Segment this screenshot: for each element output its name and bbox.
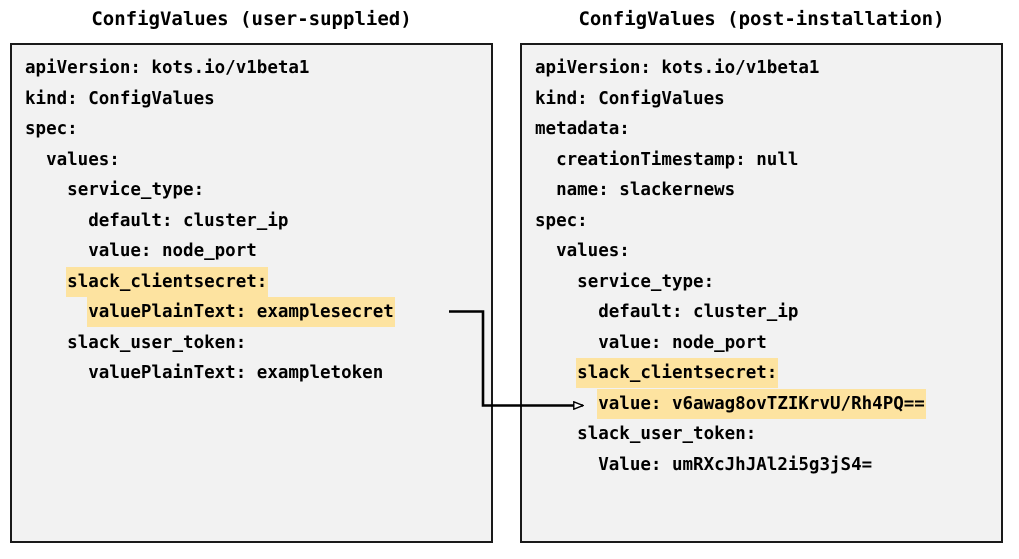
yaml-text: default: cluster_ip [88,210,289,231]
yaml-highlighted-text: slack_clientsecret: [576,358,779,388]
yaml-line: name: slackernews [534,175,1001,206]
yaml-line: metadata: [534,114,1001,145]
yaml-line: slack_clientsecret: [534,358,1001,389]
panel-title-user-supplied: ConfigValues (user-supplied) [91,8,412,30]
yaml-text: valuePlainText: exampletoken [88,363,384,383]
yaml-line: value: v6awag8ovTZIKrvU/Rh4PQ== [534,388,1001,420]
yaml-indent [24,180,66,200]
yaml-line: default: cluster_ip [534,297,1001,328]
yaml-text: spec: [535,210,588,231]
yaml-line: slack_user_token: [534,419,1001,450]
yaml-indent [534,180,555,200]
yaml-indent [24,302,87,322]
yaml-line: Value: umRXcJhJAl2i5g3jS4= [534,450,1001,481]
yaml-text: Value: umRXcJhJAl2i5g3jS4= [598,454,873,475]
yaml-text: kind: ConfigValues [25,88,215,109]
yaml-code-block-post-installation: apiVersion: kots.io/v1beta1 kind: ConfigV… [534,53,1001,480]
yaml-indent [24,211,87,231]
yaml-line: apiVersion: kots.io/v1beta1 [24,53,491,84]
yaml-text: values: [556,241,630,261]
yaml-highlighted-text: slack_clientsecret: [66,266,269,297]
yaml-indent [534,302,597,322]
yaml-line: kind: ConfigValues [24,84,491,115]
yaml-text: values: [46,149,120,170]
yaml-indent [534,333,597,353]
yaml-indent [534,150,555,170]
yaml-line: spec: [24,114,491,145]
yaml-line: values: [534,236,1001,267]
yaml-highlighted-text: valuePlainText: examplesecret [87,297,395,327]
yaml-text: service_type: [67,180,205,200]
yaml-text: apiVersion: kots.io/v1beta1 [25,58,310,78]
yaml-text: service_type: [577,271,715,292]
yaml-line: kind: ConfigValues [534,84,1001,115]
yaml-indent [24,333,66,353]
yaml-line: apiVersion: kots.io/v1beta1 [534,53,1001,84]
yaml-text: apiVersion: kots.io/v1beta1 [535,58,820,78]
yaml-line: slack_user_token: [24,328,491,359]
yaml-indent [24,272,66,292]
yaml-text: value: node_port [88,241,257,261]
config-values-post-installation-panel: apiVersion: kots.io/v1beta1 kind: ConfigV… [520,43,1003,543]
yaml-indent [534,455,597,475]
yaml-indent [24,363,87,383]
yaml-indent [534,272,576,292]
yaml-line: default: cluster_ip [24,206,491,237]
yaml-indent [24,150,45,170]
yaml-line: value: node_port [24,236,491,267]
yaml-line: value: node_port [534,328,1001,359]
yaml-indent [534,424,576,444]
yaml-text: name: slackernews [556,180,736,200]
yaml-text: slack_user_token: [577,424,757,444]
yaml-line: valuePlainText: examplesecret [24,297,491,328]
yaml-highlighted-text: value: v6awag8ovTZIKrvU/Rh4PQ== [597,388,926,419]
yaml-line: slack_clientsecret: [24,266,491,298]
yaml-indent [534,363,576,383]
yaml-text: creationTimestamp: null [556,149,799,170]
yaml-code-block-user-supplied: apiVersion: kots.io/v1beta1 kind: ConfigV… [24,53,491,389]
yaml-text: kind: ConfigValues [535,88,725,109]
yaml-indent [534,394,597,414]
yaml-indent [534,241,555,261]
yaml-line: values: [24,145,491,176]
yaml-text: value: node_port [598,332,767,353]
yaml-text: metadata: [535,119,630,139]
panel-title-post-installation: ConfigValues (post-installation) [578,8,945,30]
config-values-user-supplied-panel: apiVersion: kots.io/v1beta1 kind: ConfigV… [10,43,493,543]
yaml-line: valuePlainText: exampletoken [24,358,491,389]
yaml-text: spec: [25,119,78,139]
yaml-line: creationTimestamp: null [534,145,1001,176]
yaml-line: spec: [534,206,1001,237]
yaml-line: service_type: [534,267,1001,298]
yaml-text: default: cluster_ip [598,302,799,322]
yaml-indent [24,241,87,261]
yaml-line: service_type: [24,175,491,206]
yaml-text: slack_user_token: [67,332,247,353]
